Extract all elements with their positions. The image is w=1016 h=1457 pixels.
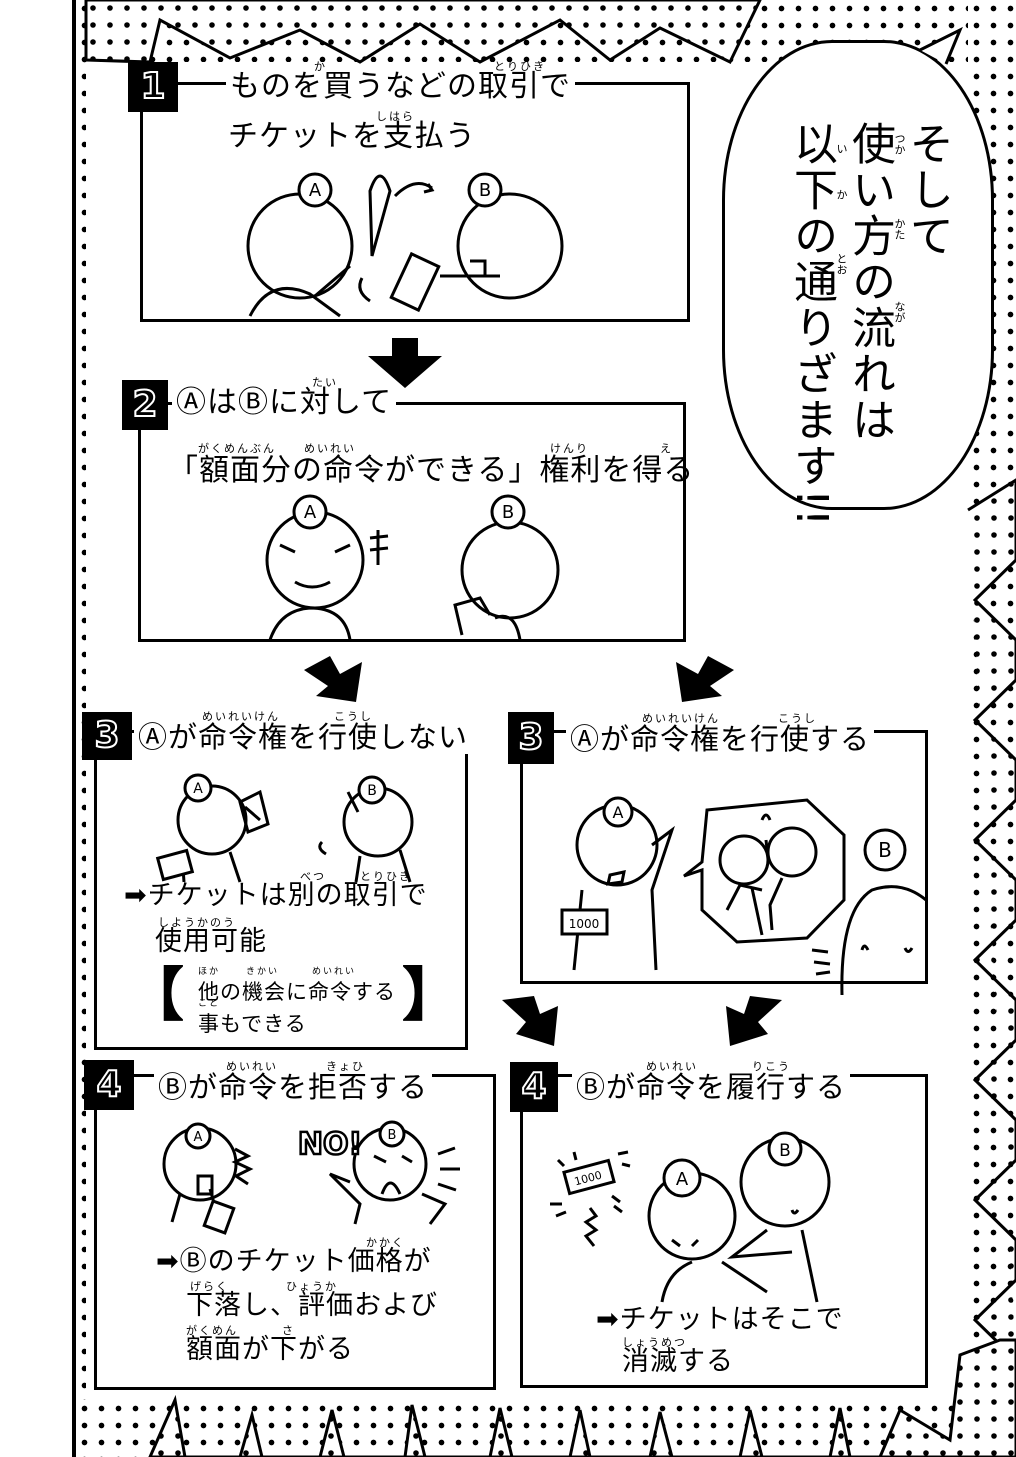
ruby-rikou: りこう (752, 1060, 791, 1073)
ruby-tsuka: つか (893, 133, 906, 155)
ruby-sa: さ (282, 1324, 295, 1337)
ruby-hyouka: ひょうか (286, 1280, 338, 1293)
ruby-meirei: めいれい (304, 442, 356, 455)
step-3-right-illustration: A B 1000 (560, 796, 927, 996)
step-4-left-result-line-1: ➡Ⓑのチケット価格が (156, 1246, 432, 1277)
svg-text:A: A (194, 1130, 203, 1145)
ruby-shiyoukanou: しようかのう (158, 916, 236, 929)
ruby-kikai: きかい (246, 967, 280, 977)
step-4-right-badge: 4 (510, 1062, 558, 1112)
step-4-left-panel (94, 1074, 496, 1390)
step-1-illustration: A B (246, 172, 564, 318)
page-border-left (72, 0, 76, 1457)
ruby-kenri: けんり (550, 442, 589, 455)
ruby-meireiken: めいれいけん (202, 710, 280, 723)
step-1-badge: 1 (128, 62, 178, 112)
note-bracket-close: 】 (402, 961, 461, 1029)
step-3-right-heading: Ⓐが命令権を行使する (566, 723, 875, 756)
screentone-bottom (76, 1400, 1016, 1457)
svg-text:B: B (779, 1141, 791, 1161)
ruby-gakumenbun: がくめんぶん (198, 442, 276, 455)
ruby-i: い (835, 143, 848, 154)
screentone-left-strip (76, 0, 86, 1457)
step-3-right-badge: 3 (508, 712, 554, 764)
step-3-left-result-line-2: 使用可能 (155, 926, 267, 957)
ruby-hoka: ほか (198, 967, 221, 977)
svg-text:A: A (304, 502, 317, 523)
svg-text:A: A (309, 180, 322, 201)
ruby-too: とお (835, 253, 848, 275)
ruby-naga: なが (893, 301, 906, 323)
step-4-right-heading: Ⓑが命令を履行する (572, 1071, 851, 1104)
svg-text:A: A (676, 1169, 689, 1190)
step-4-right-illustration: A B 1000 (550, 1131, 831, 1303)
svg-text:B: B (367, 783, 377, 799)
step-2-panel (138, 402, 686, 642)
svg-text:A: A (193, 781, 203, 797)
step-3-left-result-line-1: ➡チケットは別の取引で (124, 880, 428, 911)
ruby-meirei: めいれい (646, 1060, 698, 1073)
step-4-right-result-line-1: ➡チケットはそこで (596, 1304, 844, 1335)
step-4-left-result-line-2: 下落し、評価および (186, 1290, 438, 1321)
flow-arrow-down-left (304, 656, 362, 702)
step-4-left-illustration: NO! A B (162, 1120, 460, 1235)
ruby-kakaku: かかく (366, 1236, 405, 1249)
ruby-torihiki: とりひき (360, 870, 412, 883)
ruby-koushi: こうし (334, 710, 373, 723)
ruby-kyohi: きょひ (326, 1060, 365, 1073)
ruby-ka: か (835, 189, 848, 200)
ruby-tai: たい (312, 376, 338, 389)
step-4-left-heading: Ⓑが命令を拒否する (154, 1071, 433, 1104)
svg-text:B: B (388, 1128, 397, 1143)
ruby-kata: かた (893, 218, 906, 240)
speech-bubble-tail (919, 26, 963, 65)
ruby-shoumetsu: しょうめつ (622, 1336, 687, 1349)
step-4-right-result-line-2: 消滅する (622, 1346, 734, 1377)
svg-text:A: A (613, 803, 624, 822)
flow-arrow-down (368, 338, 442, 388)
step-4-left-result-line-3: 額面が下がる (186, 1334, 354, 1365)
step-3-left-note-line-1: 他の機会に命令する (198, 980, 396, 1004)
sfx-no: NO! (298, 1127, 362, 1162)
ruby-meireiken: めいれいけん (642, 712, 720, 725)
step-3-left-note-line-2: 事もできる (198, 1012, 307, 1036)
ruby-gakumen: がくめん (186, 1324, 238, 1337)
ticket-value: 1000 (569, 917, 600, 931)
note-bracket-open: 【 (126, 961, 185, 1029)
ruby-meirei: めいれい (226, 1060, 278, 1073)
ruby-e: え (660, 442, 673, 455)
bubble-line-1: そして (902, 121, 953, 259)
step-3-left-illustration: A B (155, 773, 414, 883)
svg-text:B: B (878, 838, 892, 862)
step-1-heading-line-2: チケットを支払う (228, 119, 476, 154)
step-2-illustration: A B (265, 494, 560, 641)
ruby-meirei: めいれい (312, 967, 357, 977)
step-3-left-heading: Ⓐが命令権を行使しない (134, 721, 473, 754)
svg-text:B: B (479, 180, 491, 201)
step-3-left-panel (94, 730, 468, 1050)
svg-text:B: B (502, 502, 514, 523)
bubble-line-3: 以下の通りざます!! (786, 121, 837, 529)
step-2-heading-line-1: ⒶはⒷに対して (172, 386, 397, 419)
step-2-badge: 2 (122, 380, 168, 430)
speech-bubble: そして 使い方の流れは 以下の通りざます!! つか かた なが い か とお (722, 40, 994, 528)
step-4-left-badge: 4 (84, 1060, 134, 1110)
ruby-koushi: こうし (778, 712, 817, 725)
ruby-ka: か (314, 60, 327, 73)
flow-arrow-down-right-2 (502, 996, 558, 1046)
step-1-heading-line-1: ものを買うなどの取引で (226, 70, 575, 103)
ruby-shihara: しはら (376, 110, 415, 123)
flow-arrow-down-right (676, 656, 734, 702)
ruby-koto: こと (198, 999, 221, 1009)
flow-arrow-down-left-2 (726, 996, 782, 1046)
step-2-heading-line-2: 「額面分の命令ができる」権利を得る (168, 453, 695, 488)
ruby-geraku: げらく (190, 1280, 229, 1293)
ruby-betsu: べつ (300, 870, 326, 883)
step-3-left-badge: 3 (82, 712, 132, 760)
bubble-line-2: 使い方の流れは (844, 121, 895, 443)
ruby-torihiki: とりひき (494, 60, 546, 73)
